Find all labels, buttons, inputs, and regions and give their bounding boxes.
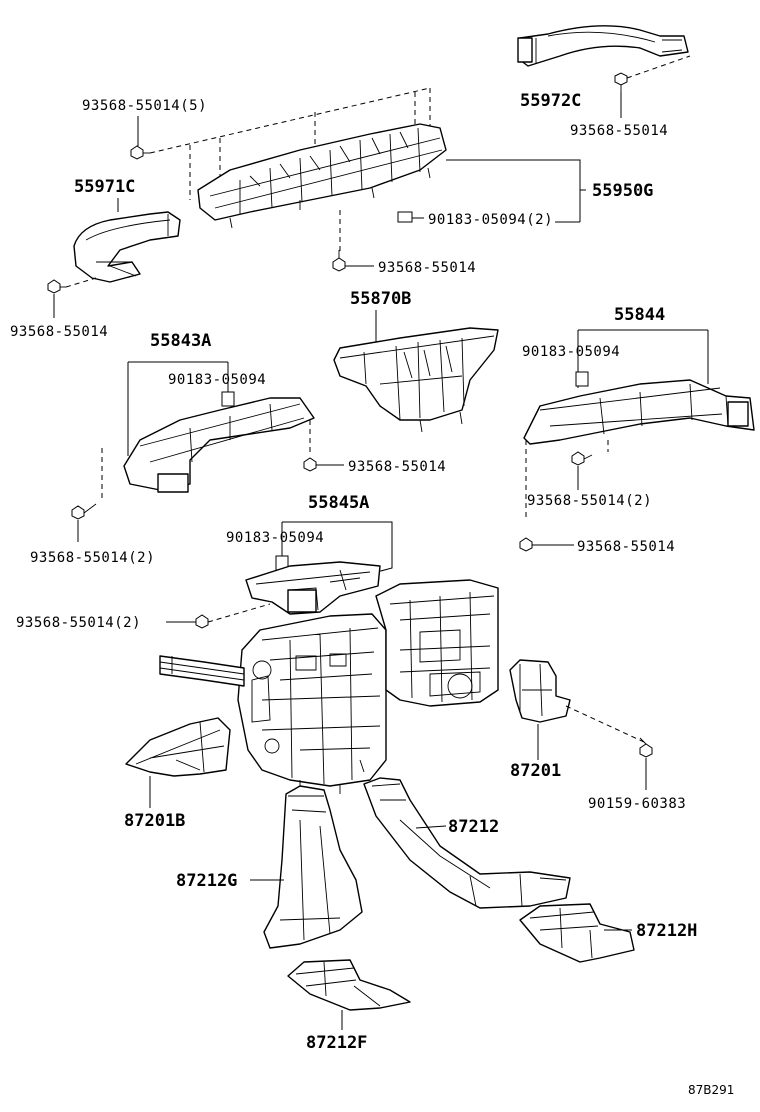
clip-icon — [397, 211, 413, 223]
part-55845A-duct[interactable] — [245, 561, 381, 615]
label-87212H: 87212H — [636, 921, 697, 941]
part-55844-duct[interactable] — [523, 379, 755, 445]
label-93568-55014-2c: 93568-55014(2) — [16, 615, 141, 631]
bolt-icon — [519, 537, 533, 552]
label-55844: 55844 — [614, 305, 665, 325]
label-93568-55014-5: 93568-55014(5) — [82, 98, 207, 114]
bolt-icon — [303, 457, 317, 472]
label-55845A: 55845A — [308, 493, 369, 513]
label-93568-55014-d: 93568-55014 — [577, 539, 675, 555]
part-55950G-defroster-nozzle[interactable] — [197, 123, 447, 229]
part-87201-duct[interactable] — [509, 659, 571, 723]
bolt-icon — [47, 279, 66, 294]
label-93568-55014-2a: 93568-55014(2) — [527, 493, 652, 509]
part-55843A-duct[interactable] — [123, 397, 315, 493]
label-55950G: 55950G — [592, 181, 653, 201]
label-93568-55014-b: 93568-55014 — [378, 260, 476, 276]
label-90183-05094-a: 90183-05094 — [522, 344, 620, 360]
part-87212F-duct[interactable] — [287, 959, 411, 1011]
label-90183-05094-b: 90183-05094 — [168, 372, 266, 388]
part-heater-blower-unit[interactable] — [159, 579, 499, 794]
clip-icon — [221, 391, 235, 407]
part-87201B-duct[interactable] — [125, 717, 231, 777]
label-87212F: 87212F — [306, 1033, 367, 1053]
part-55972C-duct[interactable] — [517, 25, 689, 67]
label-90159-60383: 90159-60383 — [588, 796, 686, 812]
label-55843A: 55843A — [150, 331, 211, 351]
label-55971C: 55971C — [74, 177, 135, 197]
label-93568-55014-c: 93568-55014 — [10, 324, 108, 340]
label-90183-05094-2a: 90183-05094(2) — [428, 212, 553, 228]
bolt-icon — [130, 145, 150, 160]
part-87212G-duct[interactable] — [263, 785, 363, 949]
label-93568-55014-a: 93568-55014 — [570, 123, 668, 139]
part-87212H-duct[interactable] — [519, 903, 635, 963]
bolt-icon — [571, 451, 593, 466]
bolt-icon — [639, 737, 653, 758]
label-55870B: 55870B — [350, 289, 411, 309]
label-87212G: 87212G — [176, 871, 237, 891]
bolt-icon — [71, 503, 97, 520]
label-90183-05094-c: 90183-05094 — [226, 530, 324, 546]
label-87212: 87212 — [448, 817, 499, 837]
label-55972C: 55972C — [520, 91, 581, 111]
bolt-icon — [332, 250, 346, 272]
diagram-reference-code: 87B291 — [688, 1083, 734, 1097]
label-93568-55014-2b: 93568-55014(2) — [30, 550, 155, 566]
bolt-icon — [195, 614, 209, 629]
part-55870B-nozzle[interactable] — [333, 327, 499, 433]
label-87201: 87201 — [510, 761, 561, 781]
part-87212-duct[interactable] — [363, 777, 571, 909]
part-55971C-duct[interactable] — [73, 211, 181, 283]
bolt-icon — [614, 72, 628, 92]
clip-icon — [575, 371, 589, 387]
label-93568-55014-e: 93568-55014 — [348, 459, 446, 475]
label-87201B: 87201B — [124, 811, 185, 831]
